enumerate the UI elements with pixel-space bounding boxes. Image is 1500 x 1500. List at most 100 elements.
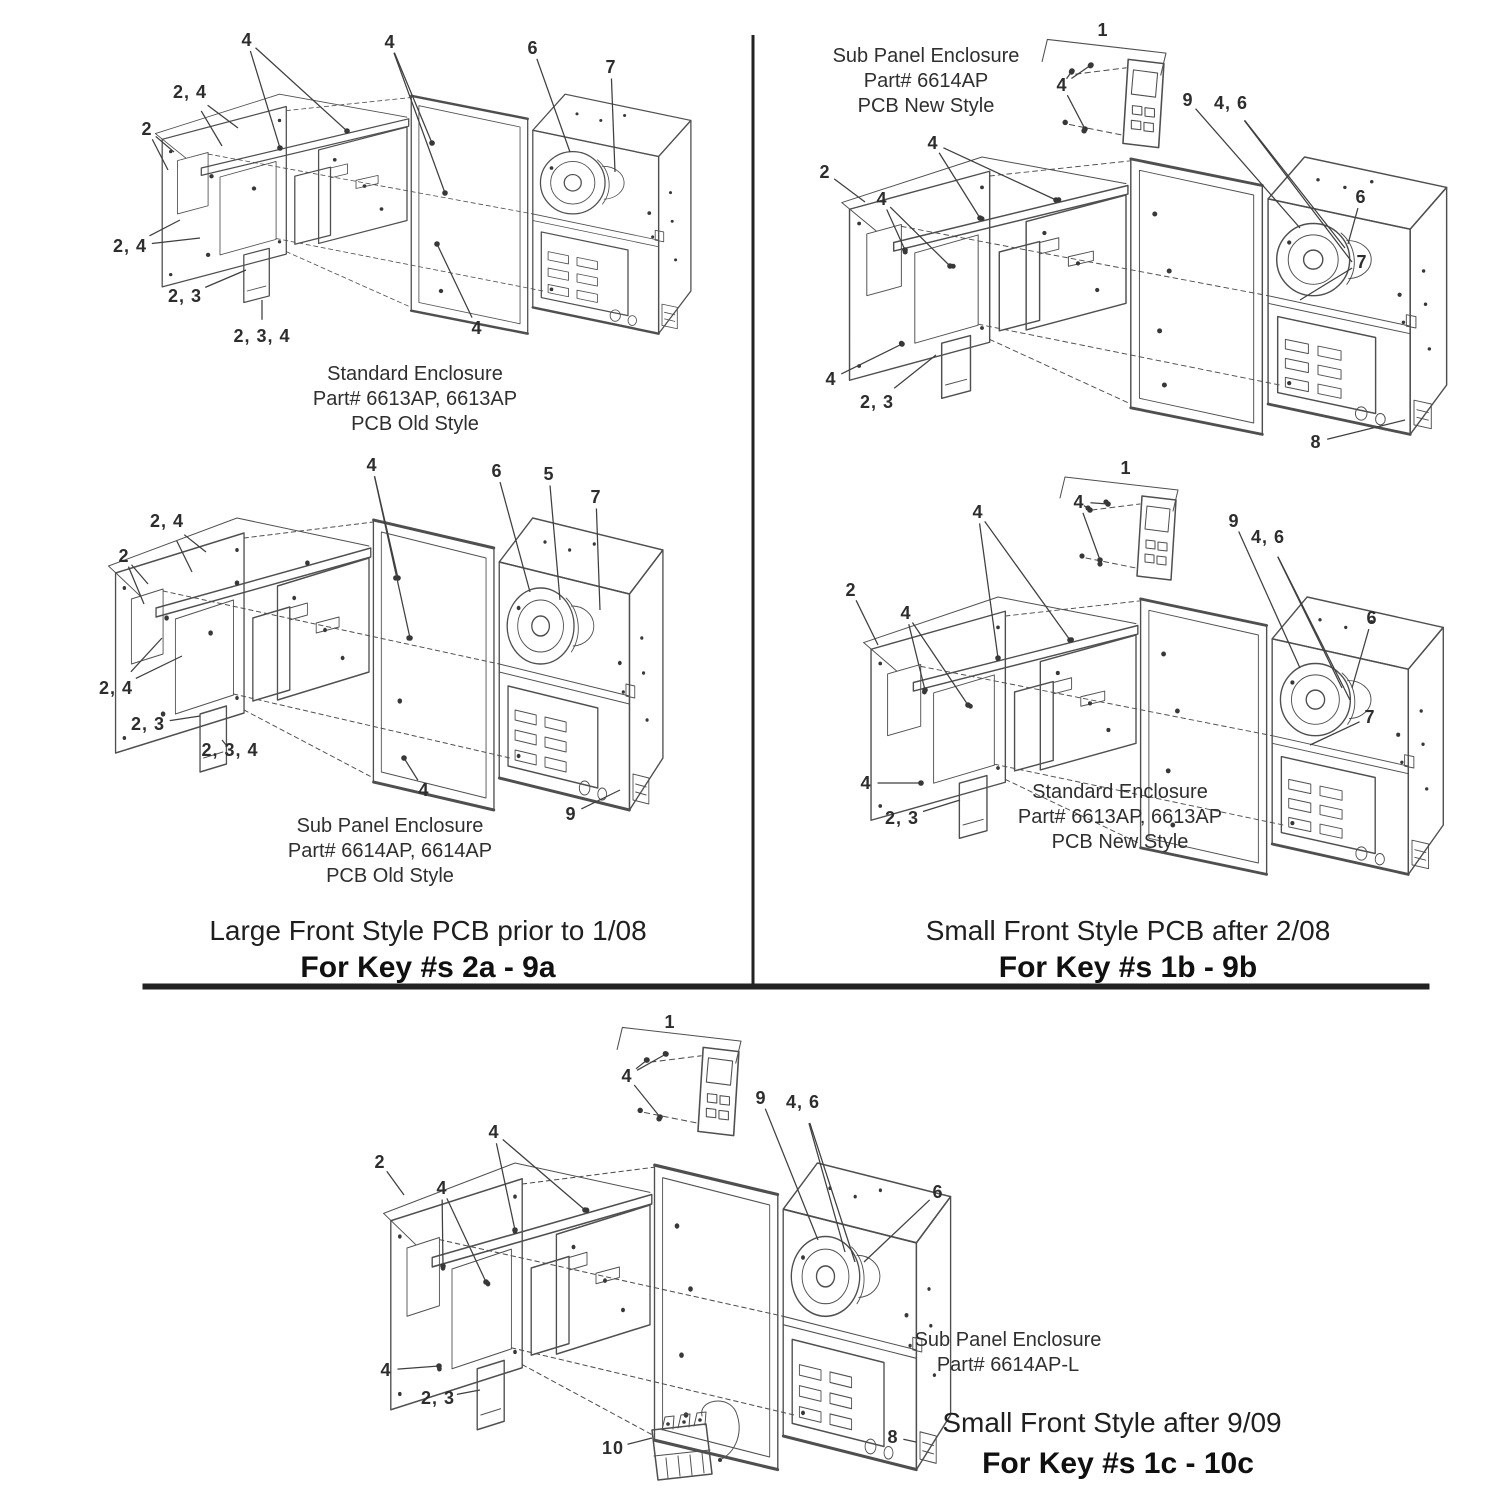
callout-leader-line: [889, 206, 951, 267]
screw-dot: [512, 1227, 518, 1233]
callout-leader-line: [397, 1365, 440, 1370]
callout-leader-line: [1347, 207, 1359, 245]
callout-leader-line: [1351, 628, 1370, 689]
callout-leader-line: [549, 485, 561, 601]
diagram-caption-line: Sub Panel Enclosure: [915, 1329, 1102, 1351]
callout-label-2-3-4: 2, 3, 4: [233, 326, 290, 346]
callout-label-4: 4: [876, 189, 887, 209]
callout-leader-line: [131, 564, 149, 585]
callout-label-9: 9: [1228, 511, 1239, 531]
callout-label-2-4: 2, 4: [173, 82, 207, 102]
callout-leader-line: [636, 1053, 667, 1071]
screw-dot: [344, 128, 350, 134]
callout-leader-line: [855, 600, 879, 646]
screw-dot: [1087, 507, 1093, 513]
callout-label-5: 5: [543, 464, 554, 484]
callout-leader-line: [502, 1139, 586, 1211]
callout-label-2: 2: [845, 580, 856, 600]
callout-label-2-4: 2, 4: [99, 678, 133, 698]
callout-leader-line: [595, 508, 601, 611]
callout-leader-line: [1327, 419, 1406, 440]
callout-label-6: 6: [491, 461, 502, 481]
callout-label-6: 6: [527, 38, 538, 58]
horizontal-divider: [142, 983, 1430, 990]
screw-dot: [902, 247, 908, 253]
callout-label-6: 6: [1366, 608, 1377, 628]
callout-label-2-3: 2, 3: [168, 286, 202, 306]
callout-label-4: 4: [825, 369, 836, 389]
screw-dot: [1067, 637, 1073, 643]
callout-leader-line: [1090, 502, 1109, 505]
callout-leader-line: [978, 523, 999, 659]
callout-label-2-4: 2, 4: [150, 511, 184, 531]
diagram-caption-line: Part# 6614AP: [864, 70, 989, 92]
callout-leader-line: [833, 178, 866, 203]
callout-label-2-3: 2, 3: [860, 392, 894, 412]
callout-label-1: 1: [664, 1012, 675, 1032]
callout-label-2: 2: [374, 1152, 385, 1172]
callout-leader-line: [627, 1437, 653, 1445]
transformer-sub-panel-L: [651, 1400, 740, 1481]
callout-leader-line: [809, 1122, 856, 1263]
section-title-bottom: Small Front Style after 9/09: [942, 1407, 1281, 1438]
callout-label-2: 2: [118, 546, 129, 566]
diagram-caption-line: Standard Enclosure: [327, 363, 503, 385]
callout-leader-line: [130, 637, 163, 673]
callout-label-9: 9: [755, 1088, 766, 1108]
screw-dot: [899, 341, 905, 347]
callout-leader-line: [436, 243, 473, 318]
screw-dot: [1105, 501, 1111, 507]
callout-leader-line: [911, 622, 969, 706]
callout-label-4: 4: [621, 1066, 632, 1086]
screw-dot: [277, 145, 283, 151]
callout-leader-line: [893, 354, 937, 389]
callout-leader-line: [808, 1123, 846, 1253]
callout-leader-line: [1082, 512, 1101, 561]
callout-label-2-3: 2, 3: [885, 808, 919, 828]
callout-leader-line: [151, 138, 169, 171]
callout-label-4-6: 4, 6: [786, 1092, 820, 1112]
screw-dot: [918, 780, 924, 786]
keypad-sub-panel-L: [616, 1026, 742, 1137]
callout-label-2-4: 2, 4: [113, 236, 147, 256]
callout-leader-line: [393, 52, 433, 144]
callout-label-6: 6: [932, 1182, 943, 1202]
callout-label-4: 4: [366, 455, 377, 475]
callout-label-7: 7: [1356, 252, 1367, 272]
callout-label-4-6: 4, 6: [1214, 93, 1248, 113]
callout-label-4: 4: [380, 1360, 391, 1380]
callout-leader-line: [1238, 531, 1301, 669]
callout-leader-line: [135, 655, 183, 679]
screw-dot: [436, 1363, 442, 1369]
callout-leader-line: [386, 1170, 405, 1196]
drawing-standard-enclosure-old: [154, 92, 693, 335]
callout-leader-line: [127, 566, 145, 605]
callout-leader-line: [1277, 556, 1351, 701]
callout-leader-line: [903, 1438, 917, 1443]
callout-leader-line: [499, 481, 531, 593]
screw-dot: [947, 263, 953, 269]
callout-label-4: 4: [436, 1178, 447, 1198]
screw-dot: [407, 635, 413, 641]
screw-dot: [429, 140, 435, 146]
callout-label-4: 4: [972, 502, 983, 522]
callout-label-4: 4: [241, 30, 252, 50]
callout-leader-line: [155, 135, 175, 153]
screw-dot: [663, 1051, 669, 1057]
diagram-caption-line: Sub Panel Enclosure: [833, 45, 1020, 67]
callout-label-4: 4: [860, 773, 871, 793]
diagram-caption-line: PCB New Style: [1052, 831, 1189, 853]
callout-label-9: 9: [1182, 90, 1193, 110]
screw-dot: [582, 1207, 588, 1213]
callout-leader-line: [633, 1084, 661, 1118]
callout-label-4: 4: [471, 318, 482, 338]
callout-label-4: 4: [384, 32, 395, 52]
screw-dot: [977, 215, 983, 221]
callout-leader-line: [764, 1108, 819, 1241]
screw-dot: [1082, 126, 1088, 132]
diagram-caption-line: Part# 6613AP, 6613AP: [1018, 806, 1222, 828]
callout-leader-line: [610, 78, 616, 173]
